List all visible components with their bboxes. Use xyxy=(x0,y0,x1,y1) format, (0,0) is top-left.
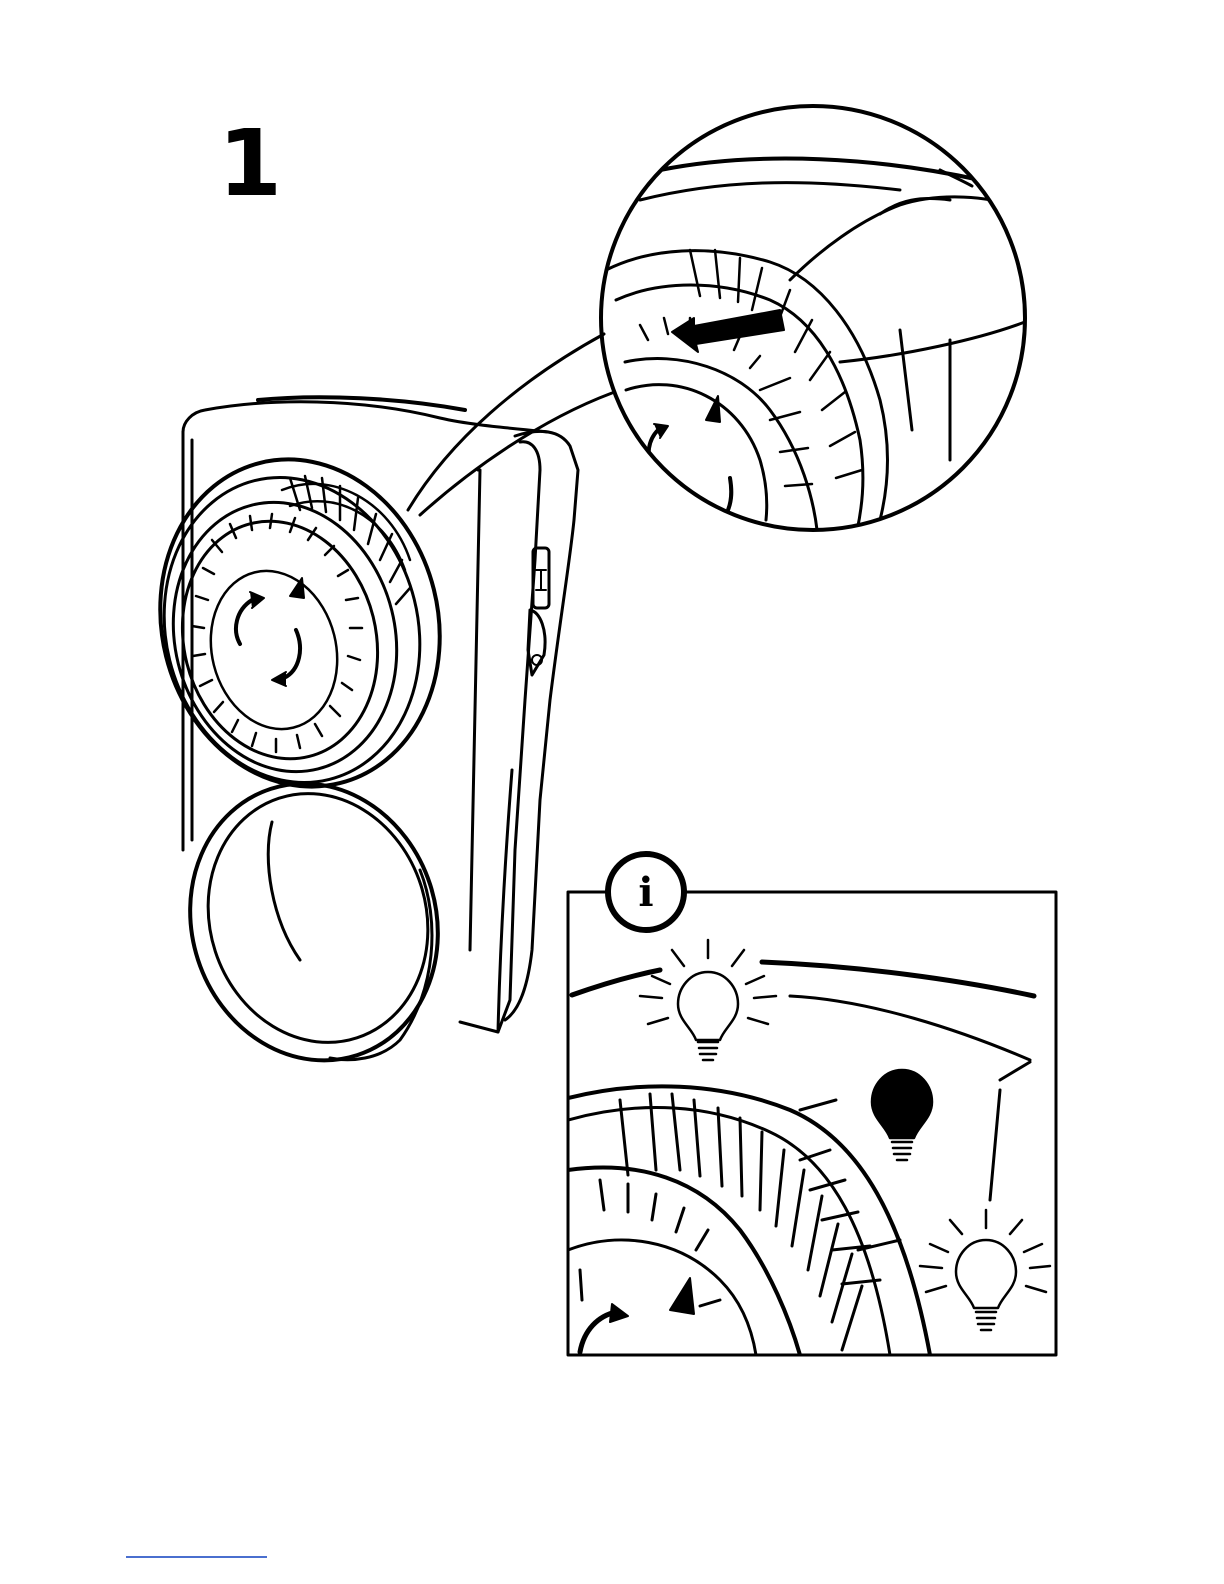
footer-rule xyxy=(126,1556,267,1558)
info-box: i xyxy=(568,854,1056,1355)
zoom-detail xyxy=(601,106,1030,540)
timer-icon xyxy=(126,397,578,1093)
info-icon-label: i xyxy=(638,869,653,916)
arrow-left-icon xyxy=(672,310,784,352)
